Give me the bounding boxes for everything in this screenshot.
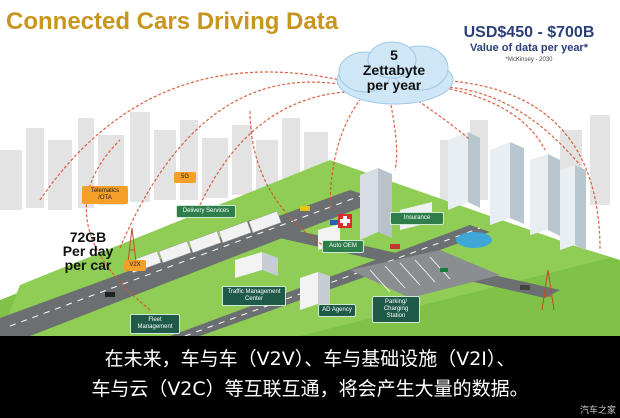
city-illustration (0, 41, 620, 336)
label-parking-charging: Parking/ Charging Station (372, 296, 420, 323)
market-value-block: USD$450 - $700B Value of data per year* … (444, 24, 614, 63)
label-v2x: V2X (124, 260, 146, 271)
infographic: Connected Cars Driving Data USD$450 - $7… (0, 8, 620, 336)
caption-bar: 在未来，车与车（V2V）、车与基础设施（V2I）、 车与云（V2C）等互联互通，… (0, 336, 620, 418)
cloud-line-2: Zettabyte (362, 62, 426, 78)
label-delivery-services: Delivery Services (176, 205, 236, 218)
grass-platform (0, 160, 610, 336)
caption-line-2: 车与云（V2C）等互联互通，将会产生大量的数据。 (91, 378, 529, 400)
cloud-icon (336, 41, 454, 105)
per-car-line-1: 72GB (69, 229, 107, 245)
label-insurance: Insurance (390, 212, 444, 225)
cars (105, 206, 530, 297)
label-fleet-management: Fleet Management (130, 314, 180, 334)
per-car-line-2: Per day (62, 243, 114, 259)
per-car-line-3: per car (64, 257, 112, 273)
watermark: 汽车之家 (579, 406, 616, 416)
parking-lot (350, 250, 500, 298)
cloud-line-1: 5 (390, 47, 398, 63)
label-traffic-management: Traffic Management Center (222, 286, 286, 306)
cloud-label: 5 Zettabyte per year (344, 48, 444, 93)
caption-line-1: 在未来，车与车（V2V）、车与基础设施（V2I）、 (104, 348, 516, 370)
cell-tower-left (127, 227, 137, 263)
cloud-line-3: per year (366, 77, 422, 93)
label-telematics: Telematics /OTA (82, 186, 128, 204)
label-auto-oem: Auto OEM (322, 240, 364, 253)
market-value-source: *McKinsey - 2030 (505, 57, 553, 63)
label-ad-agency: AD Agency (318, 304, 356, 317)
market-value-range: USD$450 - $700B (463, 24, 595, 41)
page-title: Connected Cars Driving Data (6, 8, 339, 35)
cell-tower-right (541, 269, 555, 311)
per-car-label: 72GB Per day per car (48, 230, 128, 272)
main-road (0, 190, 380, 336)
pond (456, 232, 492, 248)
label-5g: 5G (174, 172, 196, 183)
market-value-subtitle: Value of data per year* (470, 42, 588, 54)
